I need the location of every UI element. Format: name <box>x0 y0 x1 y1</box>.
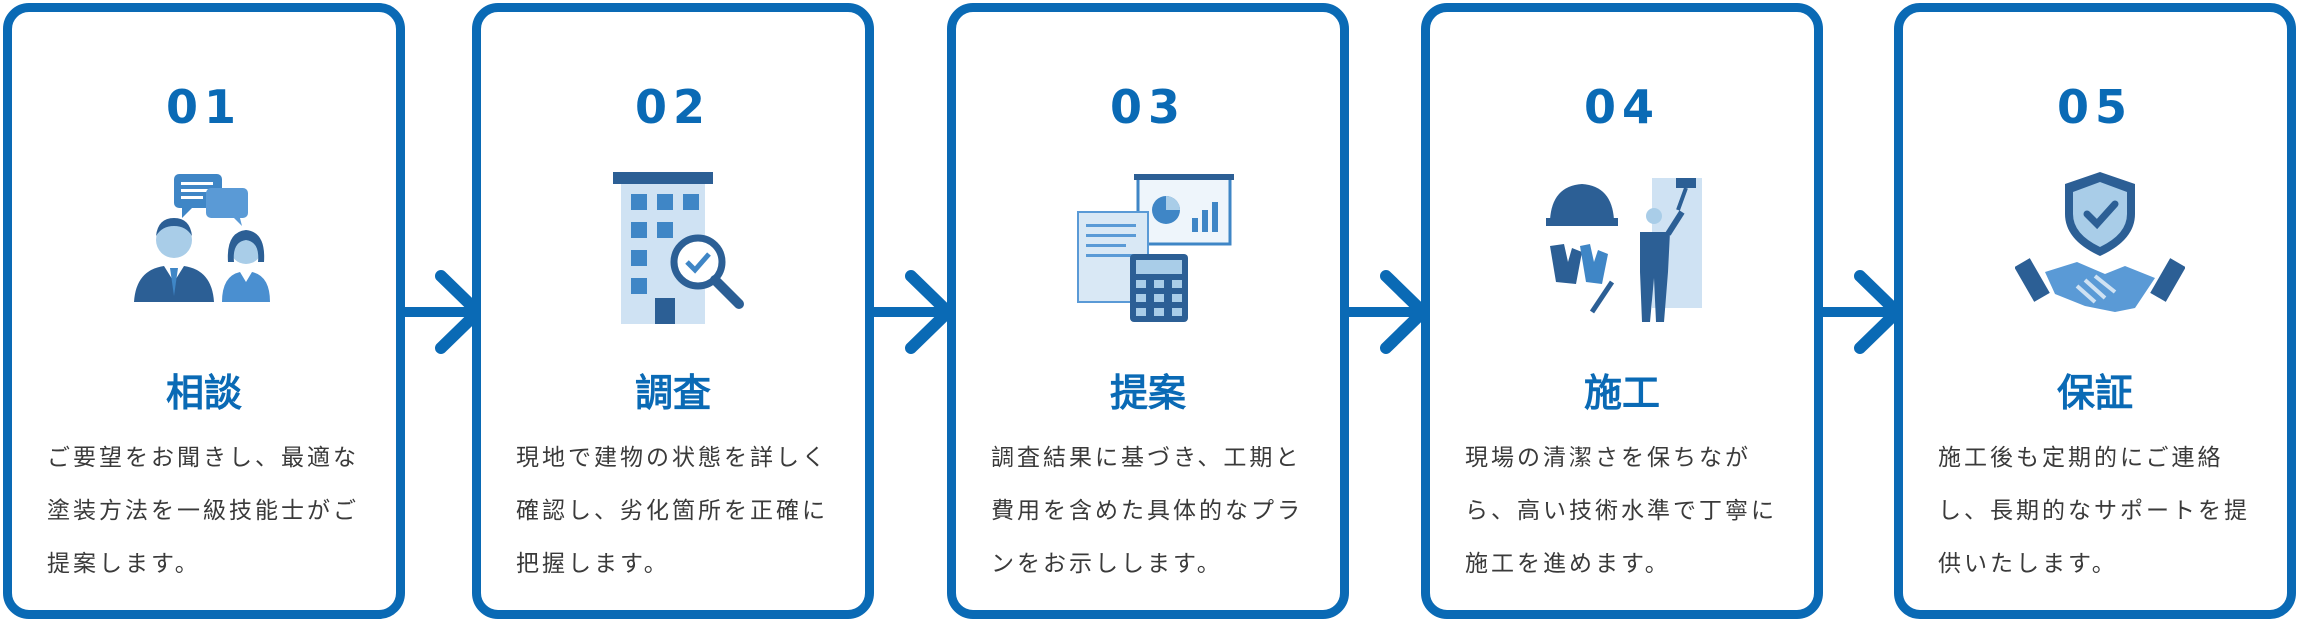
step-description: 施工後も定期的にご連絡し、長期的なサポートを提供いたします。 <box>1938 445 2250 577</box>
building-inspection-icon <box>613 172 744 324</box>
arrow-right-icon <box>1341 270 1429 354</box>
step-title: 調査 <box>634 371 711 415</box>
guarantee-handshake-icon <box>2015 172 2185 312</box>
step-number: 03 <box>1109 80 1186 134</box>
step-card-inspection: 02 調査 現地で建物の状態を詳しく確認し、劣化箇所を正確に把握します。 <box>472 3 874 619</box>
step-description: 現場の清潔さを保ちながら、高い技術水準で丁寧に施工を進めます。 <box>1465 445 1777 577</box>
proposal-documents-icon <box>1077 174 1234 322</box>
consultation-icon <box>134 174 270 302</box>
step-title: 相談 <box>165 371 242 415</box>
step-card-proposal: 03 提案 調査結果に基づき、工期と費用を含めた具体的なプランをお示しします。 <box>947 3 1349 619</box>
construction-worker-icon <box>1546 178 1702 322</box>
step-description: ご要望をお聞きし、最適な塗装方法を一級技能士がご提案します。 <box>47 445 359 577</box>
step-number: 05 <box>2056 80 2133 134</box>
step-title: 施工 <box>1583 371 1660 415</box>
step-title: 保証 <box>2056 371 2133 415</box>
arrow-right-icon <box>1815 270 1903 354</box>
step-card-construction: 04 施工 現場の清潔さを保ちながら、高い技術水準で丁寧に施工を進めます。 <box>1421 3 1823 619</box>
step-card-guarantee: 05 保証 施工後も定期的にご連絡し、長期的なサポートを提供いたします。 <box>1894 3 2296 619</box>
step-card-consultation: 01 相談 ご要望をお聞きし、最適な塗装方法を一級技能士がご提案します。 <box>3 3 405 619</box>
step-title: 提案 <box>1109 371 1186 415</box>
step-description: 調査結果に基づき、工期と費用を含めた具体的なプランをお示しします。 <box>991 445 1303 577</box>
step-number: 02 <box>634 80 711 134</box>
step-description: 現地で建物の状態を詳しく確認し、劣化箇所を正確に把握します。 <box>516 445 828 577</box>
arrow-right-icon <box>866 270 954 354</box>
step-number: 01 <box>165 80 242 134</box>
step-number: 04 <box>1583 80 1660 134</box>
